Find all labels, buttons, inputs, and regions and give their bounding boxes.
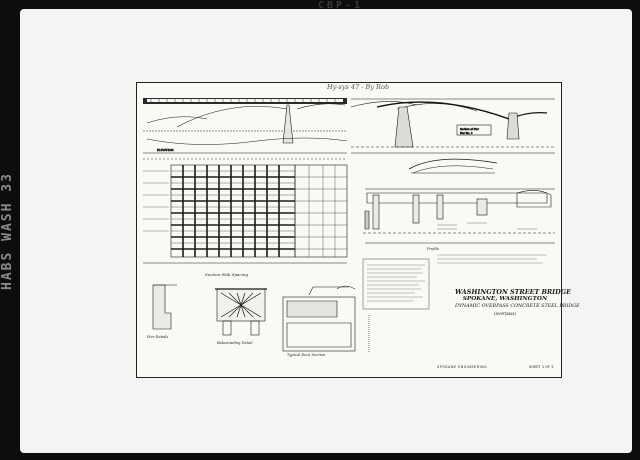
- svg-text:ELEVATION: ELEVATION: [157, 148, 173, 152]
- bridge-drawing-graphic: ELEVATION Section at Pier Pier No. 2: [143, 98, 555, 353]
- maker-label: SPOKANE ENGINEERING: [437, 365, 488, 369]
- svg-text:Section at Pier: Section at Pier: [460, 127, 480, 131]
- drawing-sheet: ELEVATION Section at Pier Pier No. 2: [136, 82, 580, 378]
- svg-text:Pier No. 2: Pier No. 2: [460, 131, 473, 135]
- title-block: WASHINGTON STREET BRIDGE SPOKANE, WASHIN…: [455, 288, 580, 317]
- caption-typical-section: Typical Deck Section: [287, 353, 326, 357]
- title-line-4: (overpass): [493, 311, 517, 316]
- film-side-label: HABS WASH 33: [0, 172, 15, 290]
- title-line-3: DYNAMIC OVERPASS CONCRETE STEEL BRIDGE: [455, 304, 580, 309]
- title-line-1: WASHINGTON STREET BRIDGE: [455, 288, 572, 296]
- title-line-2: SPOKANE, WASHINGTON: [462, 296, 548, 302]
- pencil-annotation: Hy-sys 47 - By Rob: [327, 83, 390, 91]
- caption-profile: Profile: [427, 247, 439, 251]
- caption-pier-detail: Pier Details: [147, 335, 169, 339]
- caption-railing: Balustrading Detail: [217, 341, 253, 345]
- caption-deck-plan: Section Slab Spacing: [205, 272, 249, 277]
- sheet-number: SHEET 1 OF 2: [529, 365, 554, 369]
- film-frame-label: CBP-1: [318, 0, 364, 11]
